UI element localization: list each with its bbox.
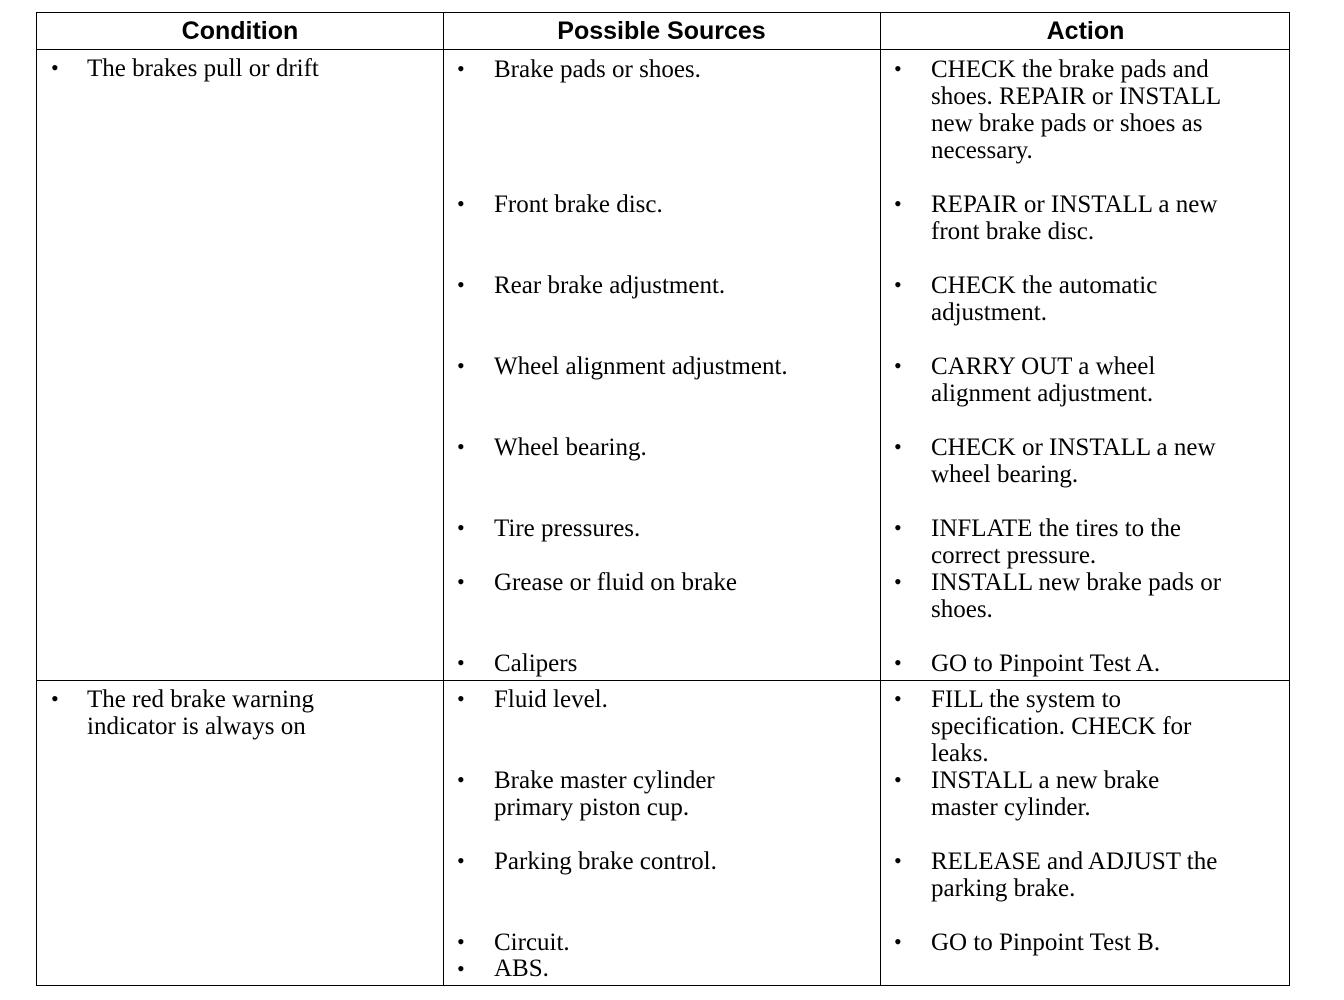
column-divider xyxy=(443,13,444,985)
action-text: CARRY OUT a wheel alignment adjustment. xyxy=(931,353,1156,407)
bullet-icon: • xyxy=(894,434,902,459)
bullet-icon: • xyxy=(894,929,902,954)
bullet-icon: • xyxy=(457,848,465,873)
header-divider xyxy=(37,49,1289,50)
bullet-icon: • xyxy=(894,56,902,81)
action-text: CHECK the brake pads and shoes. REPAIR o… xyxy=(931,56,1222,164)
action-text: RELEASE and ADJUST the parking brake. xyxy=(931,848,1218,902)
source-text: Wheel bearing. xyxy=(494,434,647,461)
source-text: Brake pads or shoes. xyxy=(494,56,701,83)
bullet-icon: • xyxy=(894,767,902,792)
bullet-icon: • xyxy=(51,686,59,711)
bullet-icon: • xyxy=(457,956,465,981)
action-text: INSTALL new brake pads or shoes. xyxy=(931,569,1222,623)
bullet-icon: • xyxy=(894,191,902,216)
action-text: FILL the system to specification. CHECK … xyxy=(931,686,1192,767)
source-text: Wheel alignment adjustment. xyxy=(494,353,788,380)
action-text: INSTALL a new brake master cylinder. xyxy=(931,767,1160,821)
header-possible-sources: Possible Sources xyxy=(557,16,766,45)
bullet-icon: • xyxy=(457,686,465,711)
bullet-icon: • xyxy=(457,569,465,594)
bullet-icon: • xyxy=(457,929,465,954)
bullet-icon: • xyxy=(51,55,59,80)
column-divider xyxy=(880,13,881,985)
troubleshooting-table: Condition Possible Sources Action • The … xyxy=(36,12,1290,986)
action-text: GO to Pinpoint Test A. xyxy=(931,650,1161,677)
source-text: Circuit. xyxy=(494,929,570,956)
bullet-icon: • xyxy=(894,569,902,594)
bullet-icon: • xyxy=(894,848,902,873)
bullet-icon: • xyxy=(894,650,902,675)
source-text: Tire pressures. xyxy=(494,515,641,542)
bullet-icon: • xyxy=(457,650,465,675)
bullet-icon: • xyxy=(457,353,465,378)
bullet-icon: • xyxy=(457,434,465,459)
bullet-icon: • xyxy=(894,686,902,711)
row-divider xyxy=(37,680,1289,681)
condition-text: The red brake warning indicator is alway… xyxy=(87,686,314,740)
action-text: INFLATE the tires to the correct pressur… xyxy=(931,515,1181,569)
header-action: Action xyxy=(1046,16,1125,45)
source-text: ABS. xyxy=(494,955,549,982)
source-text: Fluid level. xyxy=(494,686,608,713)
bullet-icon: • xyxy=(894,515,902,540)
source-text: Parking brake control. xyxy=(494,848,717,875)
bullet-icon: • xyxy=(894,353,902,378)
action-text: REPAIR or INSTALL a new front brake disc… xyxy=(931,191,1218,245)
action-text: GO to Pinpoint Test B. xyxy=(931,929,1161,956)
source-text: Calipers xyxy=(494,650,578,677)
source-text: Brake master cylinder primary piston cup… xyxy=(494,767,715,821)
source-text: Front brake disc. xyxy=(494,191,663,218)
action-text: CHECK or INSTALL a new wheel bearing. xyxy=(931,434,1216,488)
bullet-icon: • xyxy=(894,272,902,297)
action-text: CHECK the automatic adjustment. xyxy=(931,272,1158,326)
source-text: Rear brake adjustment. xyxy=(494,272,726,299)
bullet-icon: • xyxy=(457,515,465,540)
header-condition: Condition xyxy=(181,16,299,45)
condition-text: The brakes pull or drift xyxy=(87,55,319,82)
bullet-icon: • xyxy=(457,56,465,81)
source-text: Grease or fluid on brake xyxy=(494,569,737,596)
bullet-icon: • xyxy=(457,272,465,297)
bullet-icon: • xyxy=(457,767,465,792)
bullet-icon: • xyxy=(457,191,465,216)
